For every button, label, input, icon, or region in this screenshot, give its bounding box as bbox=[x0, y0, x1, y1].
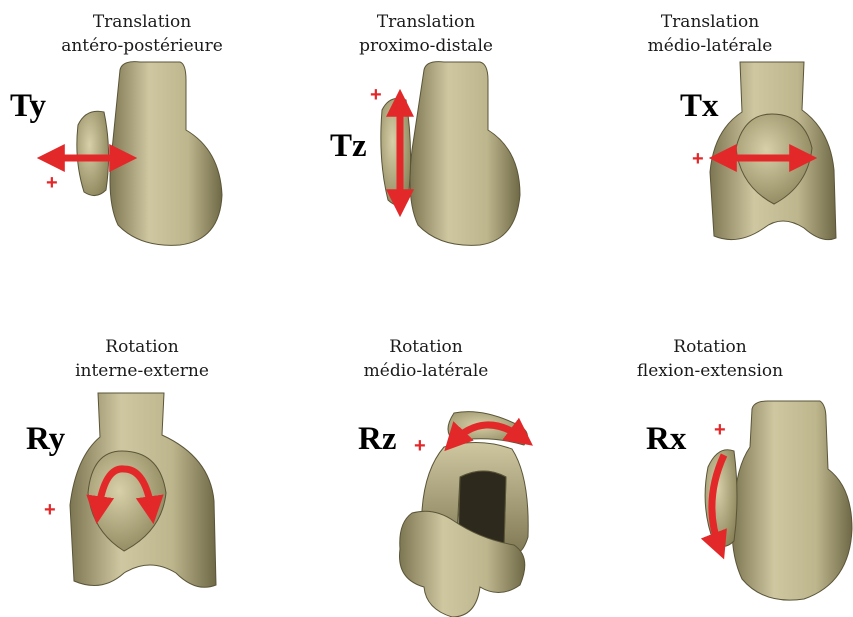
symbol-tx: Tx bbox=[680, 88, 719, 125]
panel-tz: Translation proximo-distale Tz + bbox=[284, 0, 568, 300]
plus-sign: + bbox=[414, 435, 426, 458]
plus-sign: + bbox=[692, 148, 704, 171]
femur-lateral-illustration bbox=[0, 0, 284, 300]
symbol-tz: Tz bbox=[330, 128, 367, 165]
plus-sign: + bbox=[44, 499, 56, 522]
femur-inferior-illustration bbox=[284, 317, 568, 617]
plus-sign: + bbox=[370, 84, 382, 107]
panel-ty: Translation antéro-postérieure Ty + bbox=[0, 0, 284, 300]
femur-lateral-illustration bbox=[568, 317, 852, 617]
femur-anterior-illustration bbox=[0, 317, 284, 617]
symbol-rz: Rz bbox=[358, 421, 396, 458]
symbol-rx: Rx bbox=[646, 421, 686, 458]
femur-anterior-illustration bbox=[568, 0, 852, 300]
panel-tx: Translation médio-latérale Tx + bbox=[568, 0, 852, 300]
symbol-ry: Ry bbox=[26, 421, 65, 458]
symbol-ty: Ty bbox=[10, 88, 46, 125]
panel-rx: Rotation flexion-extension Rx + bbox=[568, 317, 852, 617]
panel-rz: Rotation médio-latérale Rz + bbox=[284, 317, 568, 617]
panel-ry: Rotation interne-externe Ry + bbox=[0, 317, 284, 617]
plus-sign: + bbox=[46, 172, 58, 195]
plus-sign: + bbox=[714, 419, 726, 442]
femur-lateral-illustration bbox=[284, 0, 568, 300]
